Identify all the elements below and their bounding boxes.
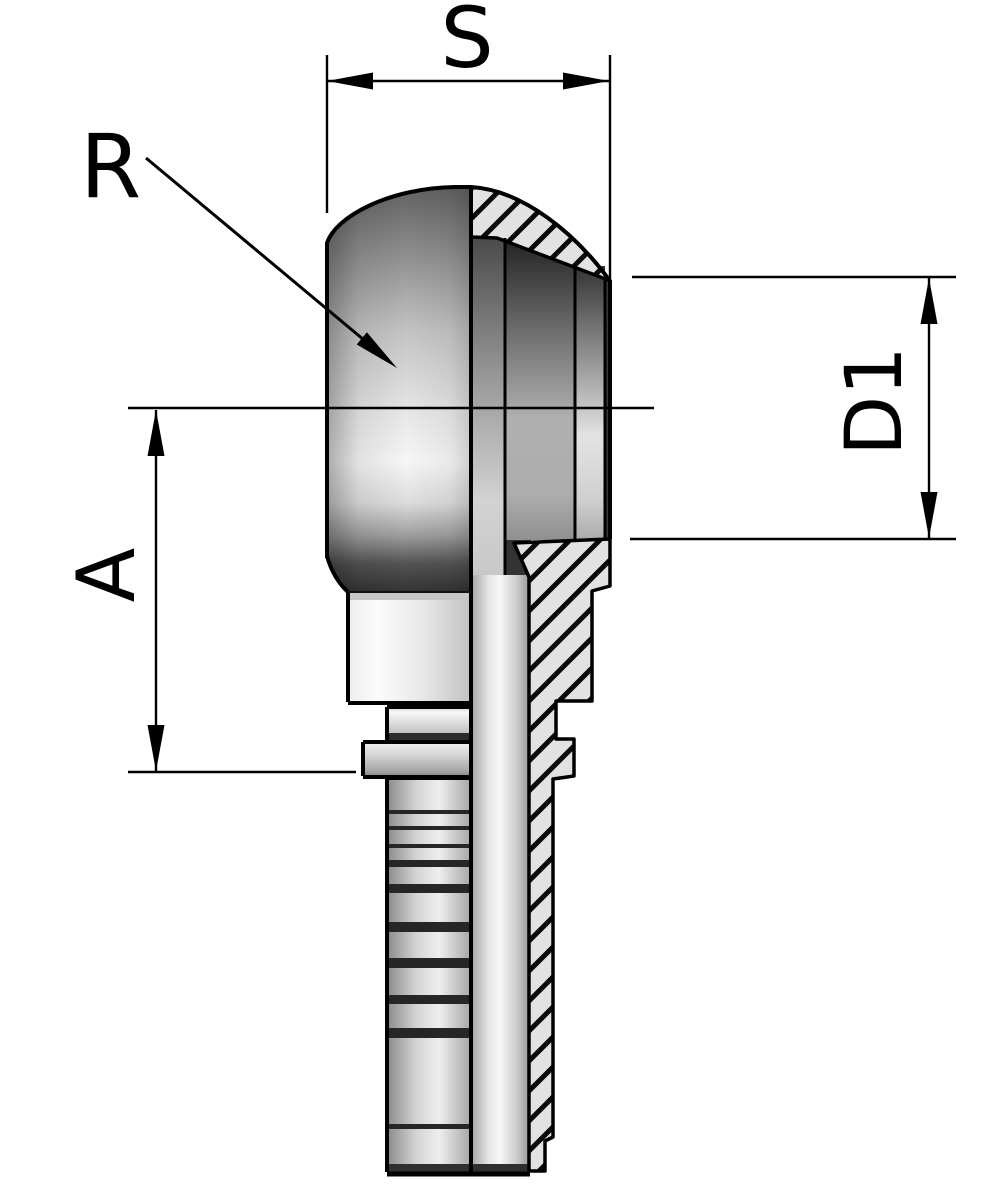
outline-upper-stem [385, 705, 471, 741]
hose-stop-collar [363, 742, 471, 776]
outline-ball-bottom [325, 555, 350, 702]
bore-bottom-band [388, 1164, 530, 1173]
barb-body [387, 776, 471, 1172]
a-arrow-bottom [147, 725, 165, 771]
neck-top-shade [347, 592, 471, 600]
label-d1: D1 [830, 346, 920, 456]
barb-rib-grooves [387, 810, 471, 1129]
outline-barb [385, 776, 471, 1172]
dimension-s [325, 55, 612, 286]
section-hatch-skirt [512, 537, 612, 1173]
fitting-exterior-half [327, 187, 471, 1172]
dimension-d1 [630, 275, 956, 541]
cone-band-mid [505, 238, 575, 540]
r-leader-line [145, 156, 365, 342]
r-leader-arrow [356, 332, 397, 368]
fitting-section-half [388, 185, 612, 1173]
cone-band-inner [471, 237, 505, 575]
s-arrow-right [563, 72, 609, 90]
label-r: R [80, 115, 141, 218]
label-a: A [60, 547, 153, 602]
radius-leader-r [145, 156, 397, 368]
s-arrow-left [327, 72, 373, 90]
d1-arrow-top [920, 278, 938, 324]
neck [347, 592, 471, 703]
a-arrow-top [147, 410, 165, 456]
cone-band-outer [575, 266, 605, 540]
upper-stem-groove [387, 733, 471, 742]
hose-barb [387, 776, 471, 1172]
bore [471, 575, 529, 1172]
label-s: S [440, 0, 493, 87]
d1-arrow-bottom [920, 492, 938, 538]
ball-head-shading [327, 187, 471, 592]
part-outlines [325, 185, 612, 1177]
dimension-a [128, 410, 356, 774]
